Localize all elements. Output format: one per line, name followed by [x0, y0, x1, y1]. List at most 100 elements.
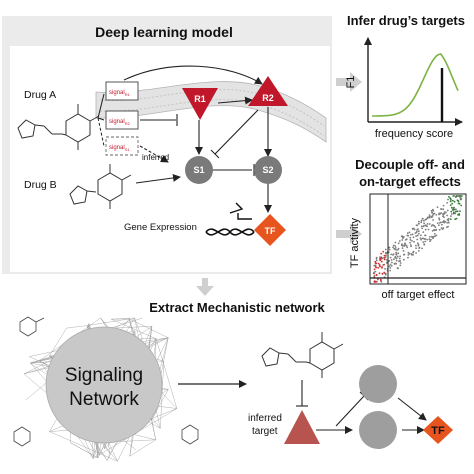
scatter-point	[407, 251, 410, 254]
scatter-point	[457, 202, 460, 205]
f1-plot	[364, 37, 463, 126]
gene-expression-label: Gene Expression	[124, 222, 197, 233]
scatter-point	[443, 216, 445, 219]
scatter-point	[381, 257, 384, 260]
scatter-point	[448, 196, 450, 198]
scatter-point	[374, 260, 377, 263]
scatter-point	[401, 239, 404, 241]
scatter-point	[440, 227, 443, 229]
signal-s1-text: signal	[109, 145, 125, 151]
scatter-point	[409, 241, 411, 244]
scatter-point	[401, 243, 403, 246]
scatter-point	[430, 238, 432, 241]
node-tf-label: TF	[265, 226, 276, 236]
scatter-point	[442, 204, 445, 207]
scatter-point	[437, 224, 440, 227]
drug-a-molecule	[17, 104, 100, 150]
network-edge	[87, 318, 130, 326]
network-edge	[155, 338, 178, 409]
signaling-network-circle	[45, 326, 163, 444]
scatter-point	[453, 200, 456, 203]
decouple-scatter	[373, 195, 463, 283]
scatter-point	[451, 202, 454, 205]
network-edge	[66, 325, 88, 329]
scatter-point	[453, 207, 455, 209]
scatter-point	[379, 265, 381, 268]
scatter-point	[384, 248, 387, 251]
inferred-target-line1: inferred	[248, 413, 282, 424]
signal-box-r2: signalR2	[105, 110, 139, 130]
scatter-point	[450, 210, 453, 213]
scatter-point	[450, 215, 452, 218]
scatter-point	[398, 257, 401, 260]
off-target-axis-label: off target effect	[382, 289, 455, 301]
scatter-point	[418, 222, 420, 225]
scatter-point	[413, 228, 416, 231]
decouple-title-line2: on-target effects	[359, 174, 461, 189]
scatter-point	[383, 256, 386, 259]
scatter-point	[452, 195, 455, 197]
scatter-point	[409, 244, 412, 246]
scatter-point	[433, 233, 436, 235]
scatter-point	[395, 257, 398, 259]
network-edge	[151, 389, 169, 421]
scatter-point	[453, 195, 456, 197]
scatter-point	[411, 233, 414, 236]
scatter-point	[403, 253, 405, 256]
mechanism-node-upper	[359, 365, 397, 403]
scatter-point	[414, 232, 417, 234]
scatter-point	[379, 257, 382, 260]
scatter-point	[415, 247, 417, 250]
scatter-point	[443, 221, 446, 224]
scatter-point	[379, 278, 382, 281]
panel-arrows	[196, 72, 362, 296]
svg-text:signalR2: signalR2	[109, 119, 131, 126]
scatter-point	[385, 259, 388, 261]
signal-r2-sub: R2	[125, 121, 131, 126]
scatter-point	[397, 252, 400, 255]
scatter-point	[382, 250, 385, 253]
signal-r2-text: signal	[109, 119, 125, 125]
network-edge	[92, 454, 100, 459]
scatter-point	[405, 238, 408, 241]
scatter-point	[392, 244, 395, 247]
drug-a-label: Drug A	[24, 89, 56, 101]
scatter-point	[397, 267, 399, 270]
scatter-point	[389, 267, 392, 269]
scatter-point	[430, 209, 433, 212]
scatter-point	[407, 254, 410, 256]
scatter-point	[438, 217, 440, 220]
scatter-point	[373, 275, 376, 277]
scatter-point	[426, 238, 428, 241]
mechanistic-title: Extract Mechanistic network	[149, 300, 325, 315]
scatter-point	[392, 253, 395, 256]
tf-activity-axis-label: TF activity	[349, 217, 361, 268]
scatter-point	[421, 247, 423, 250]
scatter-point	[423, 243, 426, 246]
scatter-point	[450, 206, 453, 209]
scatter-point	[375, 262, 378, 265]
scatter-point	[421, 217, 424, 220]
scatter-point	[433, 228, 435, 231]
scatter-point	[449, 204, 452, 207]
scatter-point	[375, 281, 377, 283]
node-r2-label: R2	[262, 93, 274, 103]
scatter-point	[384, 256, 387, 259]
scatter-point	[435, 214, 438, 216]
network-edge	[70, 442, 98, 459]
scatter-point	[393, 258, 395, 261]
scatter-point	[384, 251, 387, 254]
scatter-point	[412, 253, 414, 256]
scatter-point	[409, 239, 412, 241]
scatter-point	[423, 238, 426, 240]
scatter-point	[409, 236, 412, 239]
scatter-point	[384, 273, 387, 276]
scatter-point	[430, 225, 433, 227]
scatter-point	[426, 223, 429, 225]
f1-axis-label: F1	[345, 76, 357, 89]
scatter-point	[420, 234, 422, 237]
scatter-point	[399, 264, 402, 267]
network-molecules	[13, 316, 199, 447]
scatter-point	[379, 259, 382, 262]
